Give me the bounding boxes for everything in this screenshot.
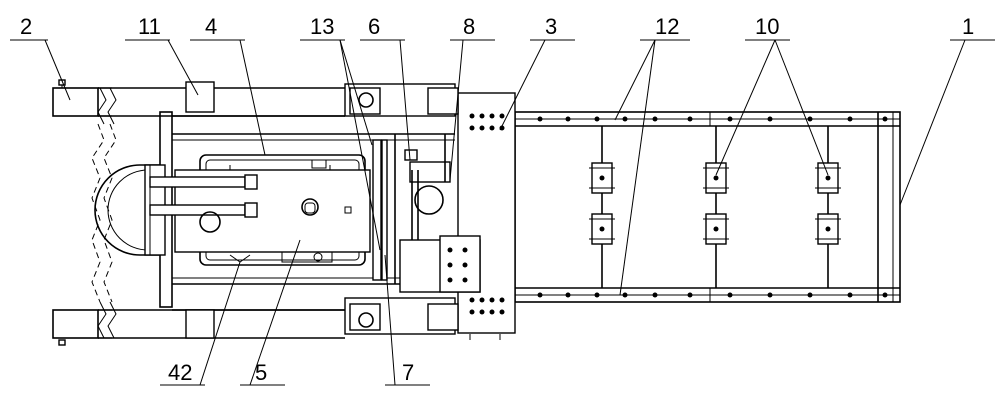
- label-3: 3: [545, 14, 557, 39]
- label-12: 12: [655, 14, 679, 39]
- label-1: 1: [962, 14, 974, 39]
- label-42: 42: [168, 360, 192, 385]
- roller-brackets: [344, 83, 501, 340]
- label-2: 2: [20, 14, 32, 39]
- label-6: 6: [368, 14, 380, 39]
- label-7: 7: [402, 360, 414, 385]
- rail-bolts: [537, 116, 888, 298]
- slide-assembly: [149, 154, 371, 266]
- label-11: 11: [138, 14, 161, 39]
- label-10: 10: [755, 14, 779, 39]
- leader-lines: [10, 39, 995, 386]
- part-labels: 2 11 4 13 6 8 3 12 10 1 42 5 7: [20, 14, 974, 385]
- left-arms: [52, 79, 345, 346]
- bearing-blocks: [589, 162, 841, 245]
- label-4: 4: [205, 14, 217, 39]
- drive-mechanism: [399, 134, 481, 293]
- label-8: 8: [463, 14, 475, 39]
- rail-frame: [514, 111, 901, 303]
- label-13: 13: [310, 14, 334, 39]
- guide-rails: [372, 134, 396, 284]
- carriage-plate: [457, 92, 516, 334]
- label-5: 5: [255, 360, 267, 385]
